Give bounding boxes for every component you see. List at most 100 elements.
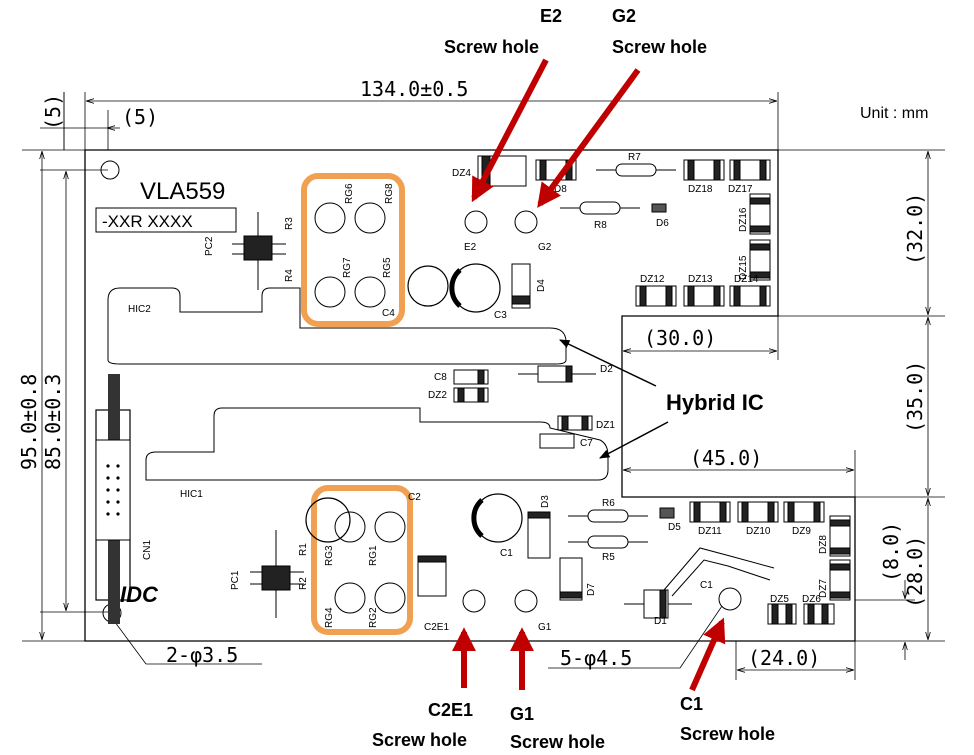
callout-e2-title: E2 [540, 6, 562, 26]
pad-c2e1-label: C2E1 [424, 622, 449, 633]
d7-label: D7 [586, 583, 597, 596]
dz4-label: DZ4 [452, 168, 471, 179]
hybrid-ic-callout: Hybrid IC [666, 390, 764, 415]
r1-label: R1 [298, 543, 309, 556]
board-model: VLA559 [140, 178, 225, 205]
d3-label: D3 [540, 495, 551, 508]
dim-bottom-right: (24.0) [748, 646, 820, 670]
c4-label: C4 [382, 308, 395, 319]
pad-g1-label: G1 [538, 622, 552, 633]
callout-c1-title: C1 [680, 694, 703, 714]
rg5-label: RG5 [382, 257, 393, 278]
dz13-label: DZ13 [688, 274, 713, 285]
pc1-label: PC1 [230, 570, 241, 590]
c3-label: C3 [494, 310, 507, 321]
c2-label: C2 [408, 492, 421, 503]
idc-logo: IDC [120, 582, 159, 607]
dim-screw-holes: 5-φ4.5 [560, 646, 632, 670]
pc2-package [232, 212, 286, 290]
r4-label: R4 [284, 269, 295, 282]
hic2-outline [107, 287, 567, 365]
rg2-label: RG2 [368, 607, 379, 628]
callout-e2-sub: Screw hole [444, 37, 539, 57]
hic1-outline [145, 407, 609, 481]
d5-label: D5 [668, 522, 681, 533]
c7-label: C7 [580, 438, 593, 449]
rg4-label: RG4 [324, 607, 335, 628]
dz15-label: DZ15 [738, 255, 749, 280]
dz14-label: DZ14 [734, 274, 759, 285]
r5-label: R5 [602, 552, 615, 563]
pad-g2-label: G2 [538, 242, 552, 253]
hic1-label: HIC1 [180, 489, 203, 500]
dim-width: 134.0±0.5 [360, 77, 468, 101]
r6-label: R6 [602, 498, 615, 509]
gate-resistor-highlight-upper [301, 173, 405, 327]
electrolytic-capacitors [305, 263, 523, 543]
dz7-label: DZ7 [818, 579, 829, 598]
screw-hole-arrows [452, 58, 726, 692]
hic2-pointer [559, 339, 657, 387]
gate-resistor-highlight-lower [311, 485, 413, 635]
c8-label: C8 [434, 372, 447, 383]
dz12-label: DZ12 [640, 274, 665, 285]
rg3-label: RG3 [324, 545, 335, 566]
top-dimensions [40, 92, 779, 150]
pad-e2-label: E2 [464, 242, 477, 253]
top-components [477, 155, 771, 309]
dim-edge-left: (5) [122, 105, 158, 129]
d6-label: D6 [656, 218, 669, 229]
dim-right-lower: (28.0) [903, 536, 927, 608]
connector-cn1 [95, 374, 131, 624]
gate-resistors-upper [314, 202, 386, 308]
callout-g1-sub: Screw hole [510, 732, 605, 752]
dz10-label: DZ10 [746, 526, 771, 537]
callout-c2e1-title: C2E1 [428, 700, 473, 720]
rg7-label: RG7 [342, 257, 353, 278]
rg6-label: RG6 [344, 183, 355, 204]
unit-label: Unit : mm [860, 105, 928, 122]
screw-holes [462, 210, 742, 613]
lower-components [417, 501, 851, 625]
c1b-label: C1 [700, 580, 713, 591]
r7-label: R7 [628, 152, 641, 163]
dim-mount-holes: 2-φ3.5 [166, 643, 238, 667]
mount-hole-top-left [100, 160, 120, 180]
pc1-package [250, 530, 304, 618]
d1-label: D1 [654, 616, 667, 627]
callout-g2-sub: Screw hole [612, 37, 707, 57]
middle-components [453, 365, 596, 449]
dz2-label: DZ2 [428, 390, 447, 401]
dz8-label: DZ8 [818, 535, 829, 554]
callout-g1-title: G1 [510, 704, 534, 724]
dim-edge-top: (5) [41, 94, 65, 130]
dz5-label: DZ5 [770, 594, 789, 605]
rg8-label: RG8 [384, 183, 395, 204]
dz17-label: DZ17 [728, 184, 753, 195]
r3-label: R3 [284, 217, 295, 230]
cn1-label: CN1 [142, 540, 153, 560]
callout-c2e1-sub: Screw hole [372, 730, 467, 750]
callout-c1-sub: Screw hole [680, 724, 775, 744]
dz9-label: DZ9 [792, 526, 811, 537]
hic2-label: HIC2 [128, 304, 151, 315]
dim-height-inner: 85.0±0.3 [41, 374, 65, 470]
pc2-label: PC2 [204, 236, 215, 256]
dz18-label: DZ18 [688, 184, 713, 195]
right-dimensions [622, 149, 945, 680]
dz11-label: DZ11 [698, 526, 722, 537]
dim-notch-lower: (45.0) [690, 446, 762, 470]
callout-g2-title: G2 [612, 6, 636, 26]
dz1-label: DZ1 [596, 420, 615, 431]
board-marking: -XXR XXXX [102, 212, 193, 231]
dim-right-upper: (32.0) [903, 193, 927, 265]
r2-label: R2 [298, 577, 309, 590]
r8-label: R8 [594, 220, 607, 231]
gate-resistors-lower [334, 511, 406, 614]
dz6-label: DZ6 [802, 594, 821, 605]
dim-right-middle: (35.0) [903, 361, 927, 433]
c1-label: C1 [500, 548, 513, 559]
hic1-pointer [599, 421, 669, 459]
dim-height-outer: 95.0±0.8 [17, 374, 41, 470]
